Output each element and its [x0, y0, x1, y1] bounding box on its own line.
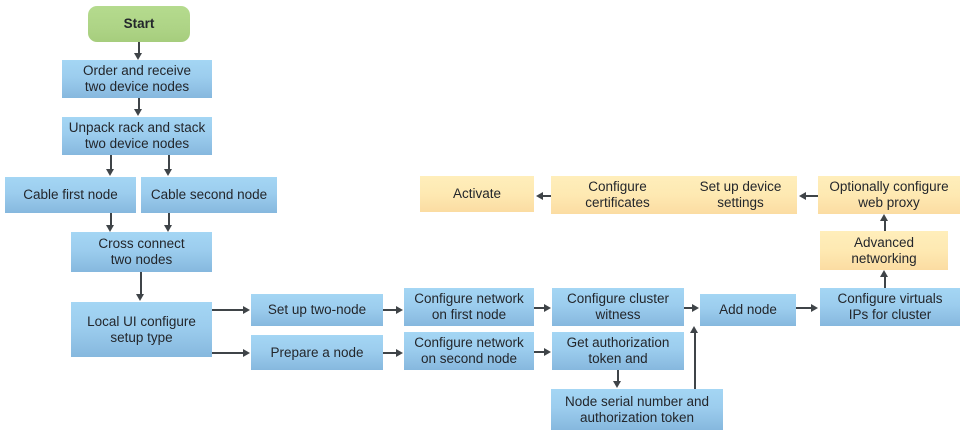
- node-configure-cluster-witness-label: Configure cluster witness: [566, 291, 670, 322]
- arrowhead-unpack-to-cable-second: [164, 169, 172, 176]
- node-set-up-two-node-label: Set up two-node: [267, 302, 367, 317]
- arrowhead-setup-two-node-to-net-first: [396, 305, 403, 314]
- node-add-node[interactable]: Add node: [700, 294, 796, 326]
- arrowhead-local-ui-to-prepare-node: [243, 348, 250, 357]
- connector-cable-second-to-cross-connect: [168, 213, 170, 227]
- arrowhead-cross-connect-to-local-ui: [136, 294, 144, 301]
- connector-advanced-net-to-web-proxy: [884, 221, 886, 233]
- connector-virtual-ips-to-advanced-net: [884, 277, 886, 289]
- arrowhead-unpack-to-cable-first: [106, 169, 114, 176]
- node-advanced-networking-label: Advanced networking: [851, 234, 917, 266]
- arrowhead-local-ui-to-setup-two-node: [243, 305, 250, 314]
- node-add-node-label: Add node: [719, 302, 777, 317]
- node-set-up-device-settings-label: Set up device settings: [699, 179, 782, 210]
- arrowhead-prepare-node-to-net-second: [396, 348, 403, 357]
- arrowhead-net-first-to-cluster-witness: [544, 303, 551, 312]
- node-local-ui-configure-setup-type[interactable]: Local UI configure setup type: [71, 302, 212, 357]
- connector-certificates-to-activate: [543, 195, 557, 197]
- connector-local-ui-to-setup-two-node: [212, 309, 244, 311]
- node-configure-cluster-witness[interactable]: Configure cluster witness: [552, 288, 684, 326]
- arrowhead-web-proxy-to-device-settings: [799, 191, 806, 200]
- node-advanced-networking[interactable]: Advanced networking: [820, 231, 948, 270]
- arrowhead-auth-token-to-serial-token: [613, 381, 621, 388]
- arrowhead-net-second-to-auth-token: [544, 347, 551, 356]
- node-configure-network-first-node[interactable]: Configure network on first node: [404, 288, 534, 326]
- node-local-ui-configure-setup-type-label: Local UI configure setup type: [87, 313, 196, 345]
- arrowhead-add-node-to-virtual-ips: [811, 303, 818, 312]
- node-order-and-receive[interactable]: Order and receive two device nodes: [62, 60, 212, 98]
- arrowhead-cable-second-to-cross-connect: [164, 225, 172, 232]
- node-configure-network-second-node-label: Configure network on second node: [414, 335, 524, 366]
- connector-web-proxy-to-device-settings: [806, 195, 819, 197]
- connector-start-to-order: [138, 42, 140, 55]
- node-configure-certificates[interactable]: Configure certificates: [551, 176, 684, 214]
- node-cable-second-node-label: Cable second node: [150, 187, 268, 202]
- arrowhead-certificates-to-activate: [536, 191, 543, 200]
- node-cross-connect-two-nodes-label: Cross connect two nodes: [98, 236, 185, 267]
- node-configure-network-first-node-label: Configure network on first node: [414, 291, 524, 322]
- node-optionally-configure-web-proxy-label: Optionally configure web proxy: [829, 179, 949, 210]
- connector-prepare-node-to-net-second: [383, 352, 397, 354]
- node-optionally-configure-web-proxy[interactable]: Optionally configure web proxy: [818, 176, 960, 214]
- node-get-authorization-token[interactable]: Get authorization token and: [552, 332, 684, 370]
- connector-net-first-to-cluster-witness: [534, 307, 545, 309]
- connector-unpack-to-cable-second: [168, 155, 170, 171]
- connector-serial-token-to-add-node: [694, 333, 696, 425]
- arrowhead-cable-first-to-cross-connect: [106, 225, 114, 232]
- arrowhead-advanced-net-to-web-proxy: [880, 214, 888, 221]
- connector-auth-token-to-serial-token: [617, 370, 619, 382]
- connector-cable-first-to-cross-connect: [110, 213, 112, 227]
- node-set-up-two-node[interactable]: Set up two-node: [251, 294, 383, 326]
- arrowhead-start-to-order: [134, 53, 142, 60]
- node-configure-certificates-label: Configure certificates: [585, 179, 650, 210]
- node-configure-network-second-node[interactable]: Configure network on second node: [404, 332, 534, 370]
- node-configure-virtual-ips-for-cluster[interactable]: Configure virtuals IPs for cluster: [820, 288, 960, 326]
- node-set-up-device-settings[interactable]: Set up device settings: [684, 176, 797, 214]
- connector-unpack-to-cable-first: [110, 155, 112, 171]
- connector-add-node-to-virtual-ips: [796, 307, 812, 309]
- node-cable-second-node[interactable]: Cable second node: [141, 177, 277, 213]
- node-unpack-rack-and-stack[interactable]: Unpack rack and stack two device nodes: [62, 117, 212, 155]
- node-configure-virtual-ips-for-cluster-label: Configure virtuals IPs for cluster: [837, 291, 943, 322]
- connector-order-to-unpack: [138, 98, 140, 110]
- node-node-serial-number-and-authorization-token-label: Node serial number and authorization tok…: [564, 393, 710, 425]
- node-activate[interactable]: Activate: [420, 176, 534, 212]
- node-cable-first-node-label: Cable first node: [23, 187, 118, 202]
- connector-cluster-witness-to-add-node: [684, 307, 693, 309]
- arrowhead-virtual-ips-to-advanced-net: [880, 270, 888, 277]
- connector-cross-connect-to-local-ui: [140, 272, 142, 295]
- node-prepare-a-node-label: Prepare a node: [270, 344, 364, 360]
- connector-net-second-to-auth-token: [534, 351, 545, 353]
- node-activate-label: Activate: [452, 186, 502, 201]
- node-cross-connect-two-nodes[interactable]: Cross connect two nodes: [71, 232, 212, 272]
- node-unpack-rack-and-stack-label: Unpack rack and stack two device nodes: [68, 120, 206, 151]
- arrowhead-order-to-unpack: [134, 109, 142, 116]
- node-node-serial-number-and-authorization-token[interactable]: Node serial number and authorization tok…: [551, 389, 723, 430]
- arrowhead-cluster-witness-to-add-node: [692, 303, 699, 312]
- node-get-authorization-token-label: Get authorization token and: [566, 335, 670, 366]
- node-start[interactable]: Start: [88, 6, 190, 42]
- connector-setup-two-node-to-net-first: [383, 309, 397, 311]
- node-cable-first-node[interactable]: Cable first node: [5, 177, 136, 213]
- node-start-label: Start: [123, 16, 155, 31]
- connector-local-ui-to-prepare-node: [212, 352, 244, 354]
- arrowhead-serial-token-to-add-node: [690, 326, 698, 333]
- node-order-and-receive-label: Order and receive two device nodes: [82, 63, 192, 94]
- node-prepare-a-node[interactable]: Prepare a node: [251, 335, 383, 370]
